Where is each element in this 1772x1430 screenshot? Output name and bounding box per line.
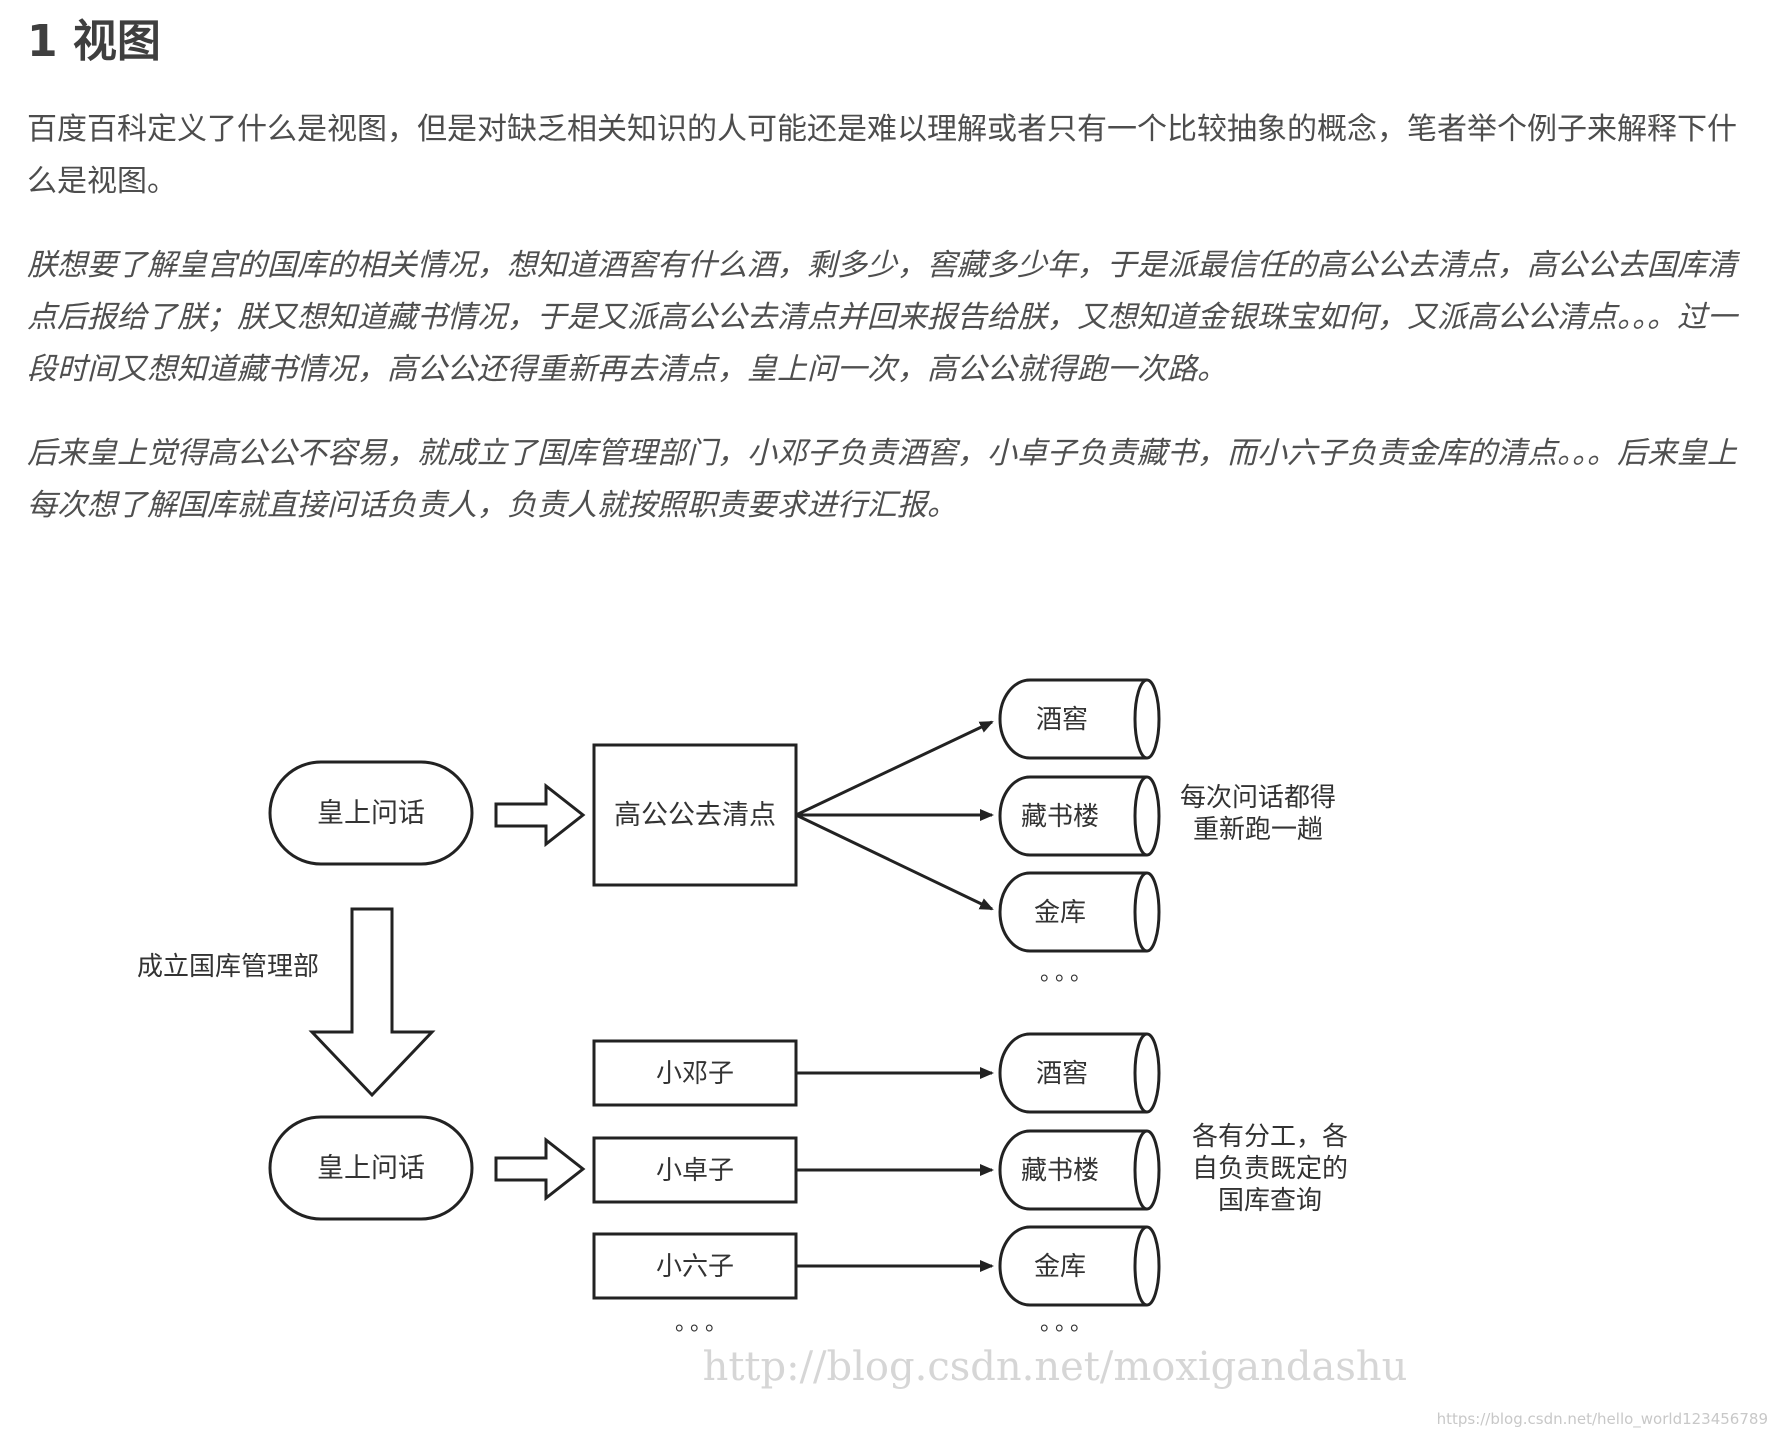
note-bottom-line3: 国库查询 <box>1218 1186 1322 1216</box>
emperor-label-bottom: 皇上问话 <box>317 1153 425 1184</box>
manager-label-zhuo: 小卓子 <box>656 1156 734 1186</box>
store-cellar-top: 酒窖 <box>998 678 1161 760</box>
arrow-gao-cellar <box>795 720 994 817</box>
emperor-node-bottom: 皇上问话 <box>268 1115 474 1221</box>
hollow-arrow-top <box>494 782 586 848</box>
manager-node-liu: 小六子 <box>592 1232 798 1300</box>
manager-label-deng: 小邓子 <box>656 1059 734 1089</box>
manager-node-deng: 小邓子 <box>592 1039 798 1107</box>
story-paragraph-1: 朕想要了解皇宫的国库的相关情况，想知道酒窖有什么酒，剩多少，窖藏多少年，于是派最… <box>27 248 1737 387</box>
emperor-label-top: 皇上问话 <box>317 798 425 829</box>
watermark-url: http://blog.csdn.net/moxigandashu <box>703 1344 1408 1390</box>
emperor-node-top: 皇上问话 <box>268 760 474 866</box>
gao-label: 高公公去清点 <box>614 800 776 831</box>
manager-node-zhuo: 小卓子 <box>592 1136 798 1204</box>
ellipsis-bottom-managers: 。。。 <box>675 1311 731 1336</box>
store-treasury-top: 金库 <box>998 871 1161 953</box>
ellipsis-top-stores: 。。。 <box>1040 961 1096 986</box>
intro-paragraph: 百度百科定义了什么是视图，但是对缺乏相关知识的人可能还是难以理解或者只有一个比较… <box>27 112 1737 199</box>
ellipsis-bottom-stores: 。。。 <box>1040 1311 1096 1336</box>
store-label-library-top: 藏书楼 <box>1021 802 1099 832</box>
store-label-cellar-top: 酒窖 <box>1036 705 1088 735</box>
arrow-gao-treasury <box>795 813 994 911</box>
transition-down-arrow <box>308 907 436 1098</box>
note-bottom-line2: 自负责既定的 <box>1192 1154 1348 1184</box>
watermark-url-small: https://blog.csdn.net/hello_world1234567… <box>1437 1410 1768 1429</box>
store-label-treasury-top: 金库 <box>1034 898 1086 928</box>
note-top-line1: 每次问话都得 <box>1180 783 1336 813</box>
story-paragraph-2: 后来皇上觉得高公公不容易，就成立了国库管理部门，小邓子负责酒窖，小卓子负责藏书，… <box>27 436 1737 523</box>
store-label-library-bottom: 藏书楼 <box>1021 1156 1099 1186</box>
transition-label: 成立国库管理部 <box>137 952 319 982</box>
store-library-bottom: 藏书楼 <box>998 1129 1161 1211</box>
store-treasury-bottom: 金库 <box>998 1225 1161 1307</box>
hollow-arrow-bottom <box>494 1136 586 1202</box>
gao-node: 高公公去清点 <box>592 743 798 887</box>
store-label-treasury-bottom: 金库 <box>1034 1252 1086 1282</box>
note-top-line2: 重新跑一趟 <box>1193 815 1323 845</box>
store-cellar-bottom: 酒窖 <box>998 1032 1161 1114</box>
note-bottom-line1: 各有分工，各 <box>1192 1122 1348 1152</box>
section-heading: 1 视图 <box>27 16 161 67</box>
manager-label-liu: 小六子 <box>656 1252 734 1282</box>
store-label-cellar-bottom: 酒窖 <box>1036 1059 1088 1089</box>
store-library-top: 藏书楼 <box>998 775 1161 857</box>
